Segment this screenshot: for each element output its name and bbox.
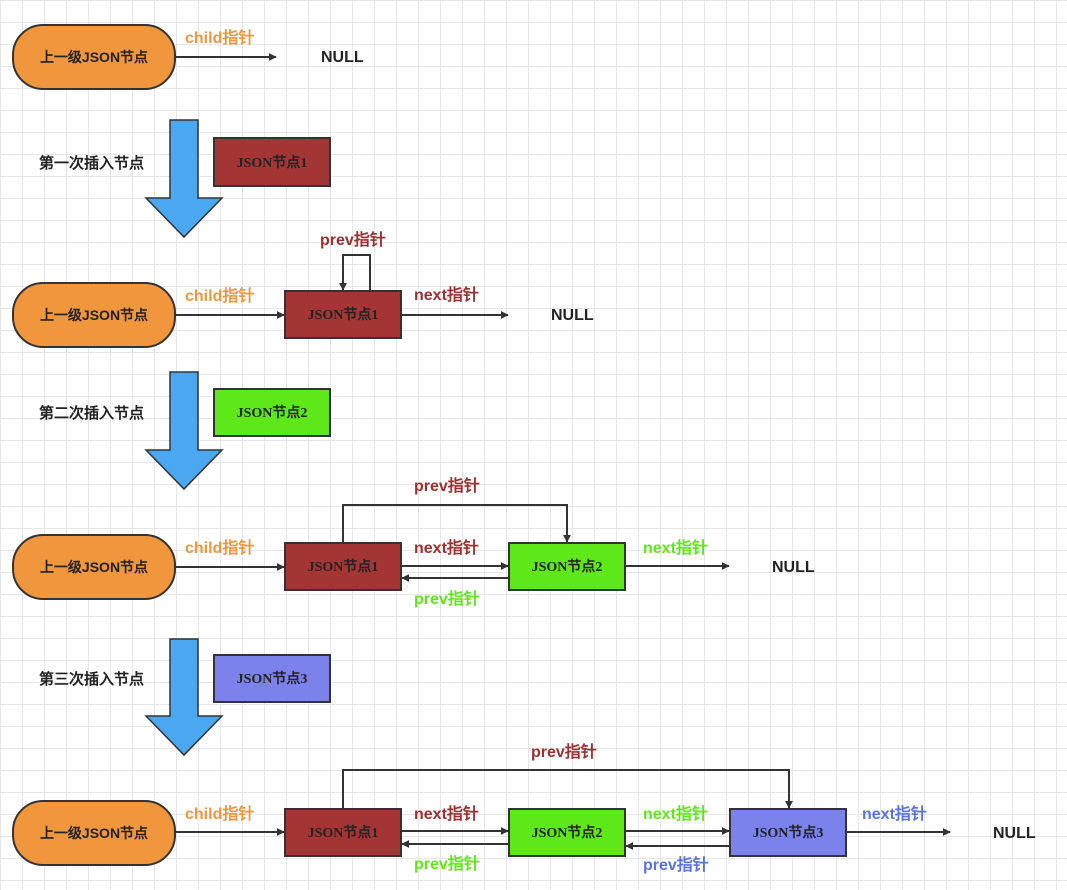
null-label: NULL <box>551 307 594 324</box>
new-node-2-label: JSON节点2 <box>237 404 308 421</box>
json-node-2-label: JSON节点2 <box>532 824 603 841</box>
step-label-1: 第一次插入节点 <box>39 154 144 172</box>
prev-self-arrow <box>339 254 371 291</box>
child-pointer-label: child指针 <box>185 804 254 823</box>
parent-node-label: 上一级JSON节点 <box>40 307 148 323</box>
down-arrow-icon <box>144 638 224 757</box>
prev-pointer-label: prev指针 <box>414 589 480 608</box>
child-pointer-label: child指针 <box>185 286 254 305</box>
prev-pointer-label: prev指针 <box>320 230 386 249</box>
json-node-1-label: JSON节点1 <box>308 558 379 575</box>
down-arrow-icon <box>144 371 224 491</box>
child-pointer-label: child指针 <box>185 538 254 557</box>
parent-node-label: 上一级JSON节点 <box>40 49 148 65</box>
step-label-2: 第二次插入节点 <box>39 404 144 422</box>
json-node-1-label: JSON节点1 <box>308 306 379 323</box>
prev-head-arrow <box>342 504 571 543</box>
stage-1: 上一级JSON节点 child指针 JSON节点1 prev指针 next指针 … <box>12 230 594 348</box>
parent-node-label: 上一级JSON节点 <box>40 825 148 841</box>
json-node-2-label: JSON节点2 <box>532 558 603 575</box>
prev-pointer-label: prev指针 <box>414 854 480 873</box>
null-label: NULL <box>321 49 364 66</box>
step-2: 第二次插入节点 JSON节点2 <box>39 371 331 491</box>
step-1: 第一次插入节点 JSON节点1 <box>39 119 331 239</box>
new-node-3 <box>213 654 331 703</box>
prev-pointer-label: prev指针 <box>531 742 597 761</box>
next-pointer-label: next指针 <box>643 538 708 557</box>
step-3: 第三次插入节点 JSON节点3 <box>39 638 331 757</box>
next-pointer-label: next指针 <box>414 285 479 304</box>
null-label: NULL <box>993 825 1036 842</box>
step-label-3: 第三次插入节点 <box>39 670 144 688</box>
prev-head-arrow <box>342 769 793 809</box>
next-pointer-label: next指针 <box>643 804 708 823</box>
json-node-1 <box>284 542 402 591</box>
next-pointer-label: next指针 <box>414 804 479 823</box>
child-pointer-label: child指针 <box>185 28 254 47</box>
stage-0: 上一级JSON节点 child指针 NULL <box>12 24 364 90</box>
next-pointer-label: next指针 <box>414 538 479 557</box>
json-node-1 <box>284 808 402 857</box>
prev-pointer-label: prev指针 <box>414 476 480 495</box>
json-node-2 <box>508 808 626 857</box>
json-node-1 <box>284 290 402 339</box>
parent-node-label: 上一级JSON节点 <box>40 559 148 575</box>
null-label: NULL <box>772 559 815 576</box>
json-node-1-label: JSON节点1 <box>308 824 379 841</box>
new-node-2 <box>213 388 331 437</box>
prev-pointer-label: prev指针 <box>643 855 709 874</box>
new-node-3-label: JSON节点3 <box>237 670 308 687</box>
json-node-3-label: JSON节点3 <box>753 824 824 841</box>
json-node-2 <box>508 542 626 591</box>
new-node-1-label: JSON节点1 <box>237 154 308 171</box>
stage-2: 上一级JSON节点 child指针 JSON节点1 JSON节点2 prev指针… <box>12 476 815 608</box>
down-arrow-icon <box>144 119 224 239</box>
new-node-1 <box>213 137 331 187</box>
stage-3: 上一级JSON节点 child指针 JSON节点1 JSON节点2 JSON节点… <box>12 742 1036 874</box>
next-pointer-label: next指针 <box>862 804 927 823</box>
